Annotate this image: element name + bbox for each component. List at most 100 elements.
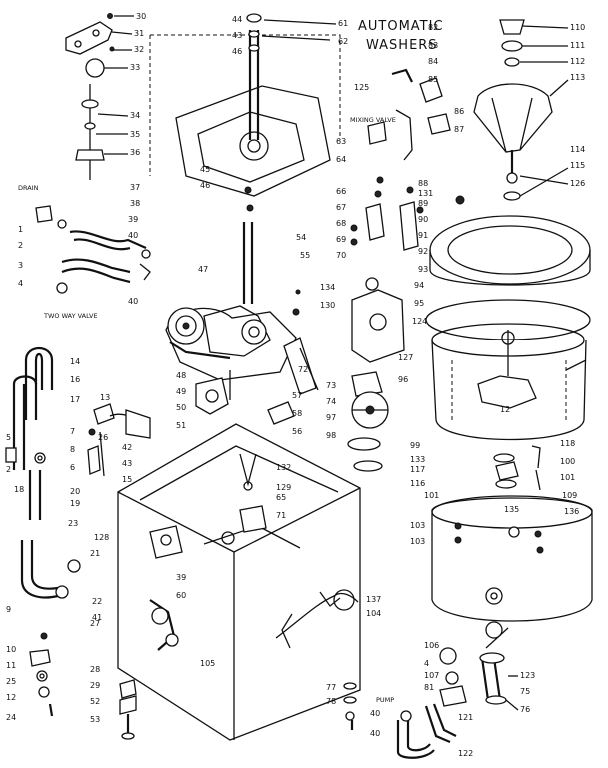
part-label: 107	[424, 671, 439, 680]
agitator	[473, 19, 553, 201]
part-label: 25	[6, 677, 16, 686]
part-label: 87	[454, 125, 464, 134]
part-label: 31	[134, 29, 144, 38]
part-label: 48	[176, 371, 186, 380]
part-label: 134	[320, 283, 335, 292]
part-label: 122	[458, 749, 473, 758]
part-label: 68	[336, 219, 346, 228]
part-label: 75	[520, 687, 530, 696]
part-label: 42	[122, 443, 132, 452]
mixing-valve-note: MIXING VALVE	[350, 116, 396, 124]
part-label: 2	[6, 465, 11, 474]
part-label: 104	[366, 609, 381, 618]
part-label: 26	[98, 433, 108, 442]
part-label: 112	[570, 57, 585, 66]
part-label: 85	[428, 75, 438, 84]
part-label: 65	[276, 493, 286, 502]
part-label: 83	[428, 41, 438, 50]
part-label: 40	[370, 709, 380, 718]
part-label: 101	[424, 491, 439, 500]
water-valve	[87, 403, 151, 477]
part-label: 125	[354, 83, 369, 92]
part-label: 64	[336, 155, 346, 164]
part-label: 118	[560, 439, 575, 448]
part-label: 106	[424, 641, 439, 650]
part-label: 96	[398, 375, 408, 384]
part-label: 93	[418, 265, 428, 274]
part-label: 54	[296, 233, 306, 242]
drain-note: DRAIN	[18, 184, 39, 192]
part-label: 14	[70, 357, 80, 366]
part-label: 17	[70, 395, 80, 404]
part-label: 32	[134, 45, 144, 54]
part-label: 62	[338, 37, 348, 46]
part-label: 74	[326, 397, 336, 406]
part-label: 4	[424, 659, 429, 668]
part-label: 33	[130, 63, 140, 72]
part-label: 135	[504, 505, 519, 514]
part-label: 89	[418, 199, 428, 208]
part-label: 12	[500, 405, 510, 414]
part-label: 3	[18, 261, 23, 270]
part-label: 66	[336, 187, 346, 196]
part-label: 41	[92, 613, 102, 622]
part-label: 5	[6, 433, 11, 442]
part-label: 58	[292, 409, 302, 418]
part-label: 117	[410, 465, 425, 474]
part-label: 82	[428, 23, 438, 32]
part-label: 88	[418, 179, 428, 188]
part-label: 128	[94, 533, 109, 542]
part-label: 30	[136, 12, 146, 21]
part-label: 56	[292, 427, 302, 436]
part-label: 24	[6, 713, 16, 722]
part-label: 29	[90, 681, 100, 690]
part-label: 94	[414, 281, 424, 290]
part-label: 130	[320, 301, 335, 310]
part-label: 92	[418, 247, 428, 256]
part-label: 10	[6, 645, 16, 654]
part-label: 23	[68, 519, 78, 528]
part-label: 49	[176, 387, 186, 396]
part-label: 15	[122, 475, 132, 484]
part-label: 19	[70, 499, 80, 508]
part-label: 43	[122, 459, 132, 468]
part-label: 69	[336, 235, 346, 244]
part-label: 73	[326, 381, 336, 390]
fill-hoses	[5, 346, 81, 599]
part-label: 113	[570, 73, 585, 82]
part-label: 86	[454, 107, 464, 116]
part-label: 99	[410, 441, 420, 450]
part-label: 97	[326, 413, 336, 422]
part-label: 39	[128, 215, 138, 224]
part-label: 21	[90, 549, 100, 558]
part-label: 121	[458, 713, 473, 722]
part-label: 12	[6, 693, 16, 702]
part-label: 4	[18, 279, 23, 288]
part-label: 40	[128, 297, 138, 306]
part-label: 9	[6, 605, 11, 614]
part-label: 11	[6, 661, 16, 670]
part-label: 53	[90, 715, 100, 724]
part-label: 98	[326, 431, 336, 440]
part-label: 45	[200, 165, 210, 174]
part-label: 51	[176, 421, 186, 430]
part-label: 40	[370, 729, 380, 738]
part-label: 39	[176, 573, 186, 582]
part-label: 70	[336, 251, 346, 260]
part-label: 103	[410, 521, 425, 530]
part-label: 76	[520, 705, 530, 714]
pump-motor-assembly	[347, 277, 405, 472]
cabinet-frame	[117, 423, 361, 741]
part-label: 111	[570, 41, 585, 50]
mounting-plate	[149, 13, 341, 212]
part-label: 71	[276, 511, 286, 520]
part-label: 132	[276, 463, 291, 472]
part-label: 114	[570, 145, 585, 154]
title-line-2: WASHERS	[366, 38, 438, 53]
part-label: 67	[336, 203, 346, 212]
part-label: 137	[366, 595, 381, 604]
small-hardware-left	[29, 632, 137, 740]
part-label: 8	[70, 445, 75, 454]
part-label: 28	[90, 665, 100, 674]
